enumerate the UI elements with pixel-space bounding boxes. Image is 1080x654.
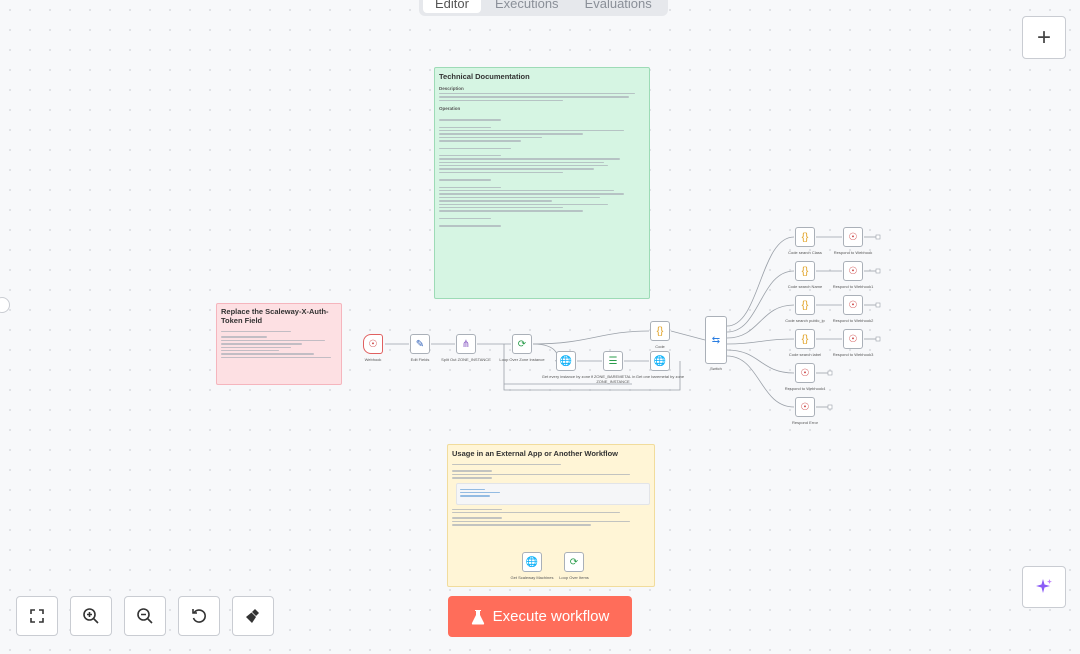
tidy-up-button[interactable]: [232, 596, 274, 636]
sticky-note-usage[interactable]: Usage in an External App or Another Work…: [447, 444, 655, 587]
zoom-in-icon: [83, 608, 99, 624]
node-label: Code search label: [788, 352, 822, 357]
code-search-name-node[interactable]: {}: [795, 261, 815, 281]
node-label: If ZONE_BAREMETAL in ZONE_INSTANCE: [590, 374, 636, 384]
node-label: Code: [655, 344, 665, 349]
fit-view-icon: [30, 609, 44, 623]
execute-workflow-button[interactable]: Execute workflow: [448, 596, 632, 637]
tab-editor[interactable]: Editor: [423, 0, 481, 13]
node-label: Code search Name: [787, 284, 823, 289]
sparkle-icon: [1036, 579, 1052, 593]
node-label: Loop Over Items: [559, 575, 589, 580]
node-label: Webhook: [364, 357, 382, 362]
loop-icon: ⟳: [517, 338, 527, 350]
loop-icon: ⟳: [569, 556, 579, 568]
code-braces-icon: {}: [801, 299, 809, 311]
code-search-public-ip-node[interactable]: {}: [795, 295, 815, 315]
node-label: Edit Fields: [410, 357, 430, 362]
node-label: Respond to Webhook2: [832, 318, 874, 323]
code-braces-icon: {}: [656, 325, 664, 337]
zoom-in-button[interactable]: [70, 596, 112, 636]
globe-icon: 🌐: [559, 355, 573, 367]
node-label: Respond Error: [791, 420, 818, 425]
webhook-node[interactable]: ☉: [363, 334, 383, 354]
code-braces-icon: {}: [801, 265, 809, 277]
node-label: Respond to Webhook: [833, 250, 873, 255]
respond-webhook1-node[interactable]: ☉: [843, 261, 863, 281]
reset-zoom-button[interactable]: [178, 596, 220, 636]
branch-icon: ☰: [608, 355, 618, 367]
node-label: Code search Class: [788, 250, 822, 255]
globe-icon: 🌐: [653, 355, 667, 367]
code-search-class-node[interactable]: {}: [795, 227, 815, 247]
node-label: Switch: [710, 366, 722, 371]
node-label: Get one baremetal by zone: [635, 374, 685, 379]
respond-webhook-node[interactable]: ☉: [843, 227, 863, 247]
note-title: Replace the Scaleway-X-Auth-Token Field: [221, 307, 329, 325]
node-label: Get every instance by zone: [541, 374, 591, 379]
node-label: Respond to Webhook1: [832, 284, 874, 289]
node-label: Split Out ZONE_INSTANCE: [441, 357, 491, 362]
zoom-out-icon: [137, 608, 153, 624]
webhook-icon: ☉: [368, 338, 378, 350]
webhook-icon: ☉: [848, 333, 858, 345]
respond-webhook4-node[interactable]: ☉: [795, 363, 815, 383]
loop-over-zone-node[interactable]: ⟳: [512, 334, 532, 354]
node-label: Get Scaleway Machines: [510, 575, 554, 580]
broom-icon: [246, 609, 259, 623]
webhook-icon: ☉: [800, 401, 810, 413]
switch-node[interactable]: ⇆: [705, 316, 727, 364]
get-scaleway-machines-node[interactable]: 🌐: [522, 552, 542, 572]
webhook-icon: ☉: [800, 367, 810, 379]
note-title: Technical Documentation: [439, 72, 530, 81]
note-section-heading: Description: [439, 86, 464, 91]
code-search-label-node[interactable]: {}: [795, 329, 815, 349]
node-label: Loop Over Zone Instance: [499, 357, 545, 362]
pencil-icon: ✎: [415, 338, 425, 350]
add-node-button[interactable]: +: [1022, 16, 1066, 59]
sticky-note-technical-documentation[interactable]: Technical Documentation Description Oper…: [434, 67, 650, 299]
code-braces-icon: {}: [801, 333, 809, 345]
webhook-icon: ☉: [848, 299, 858, 311]
respond-webhook2-node[interactable]: ☉: [843, 295, 863, 315]
respond-error-node[interactable]: ☉: [795, 397, 815, 417]
switch-icon: ⇆: [711, 334, 721, 346]
execute-workflow-label: Execute workflow: [492, 608, 610, 625]
tab-executions[interactable]: Executions: [494, 0, 559, 11]
node-label: Code search public_ip: [785, 318, 825, 323]
note-title: Usage in an External App or Another Work…: [452, 449, 618, 458]
if-node[interactable]: ☰: [603, 351, 623, 371]
note-section-heading: Operation: [439, 106, 461, 112]
code-snippet: [456, 482, 650, 505]
http-request-node[interactable]: 🌐: [556, 351, 576, 371]
undo-icon: [192, 609, 206, 623]
webhook-icon: ☉: [848, 231, 858, 243]
view-tabs: Editor Executions Evaluations: [419, 0, 668, 16]
globe-icon: 🌐: [525, 556, 539, 568]
code-braces-icon: {}: [801, 231, 809, 243]
tab-evaluations[interactable]: Evaluations: [584, 0, 652, 11]
loop-over-items-node[interactable]: ⟳: [564, 552, 584, 572]
split-out-node[interactable]: ⋔: [456, 334, 476, 354]
node-label: Respond to Webhook4: [784, 386, 826, 391]
webhook-icon: ☉: [848, 265, 858, 277]
zoom-out-button[interactable]: [124, 596, 166, 636]
edit-fields-node[interactable]: ✎: [410, 334, 430, 354]
split-icon: ⋔: [461, 338, 471, 350]
sticky-note-replace-token[interactable]: Replace the Scaleway-X-Auth-Token Field: [216, 303, 342, 385]
ask-ai-button[interactable]: [1022, 566, 1066, 608]
node-label: Respond to Webhook3: [832, 352, 874, 357]
code-node[interactable]: {}: [650, 321, 670, 341]
fit-view-button[interactable]: [16, 596, 58, 636]
http-request-baremetal-node[interactable]: 🌐: [650, 351, 670, 371]
plus-icon: +: [1036, 23, 1051, 51]
flask-icon: [471, 609, 484, 625]
respond-webhook3-node[interactable]: ☉: [843, 329, 863, 349]
